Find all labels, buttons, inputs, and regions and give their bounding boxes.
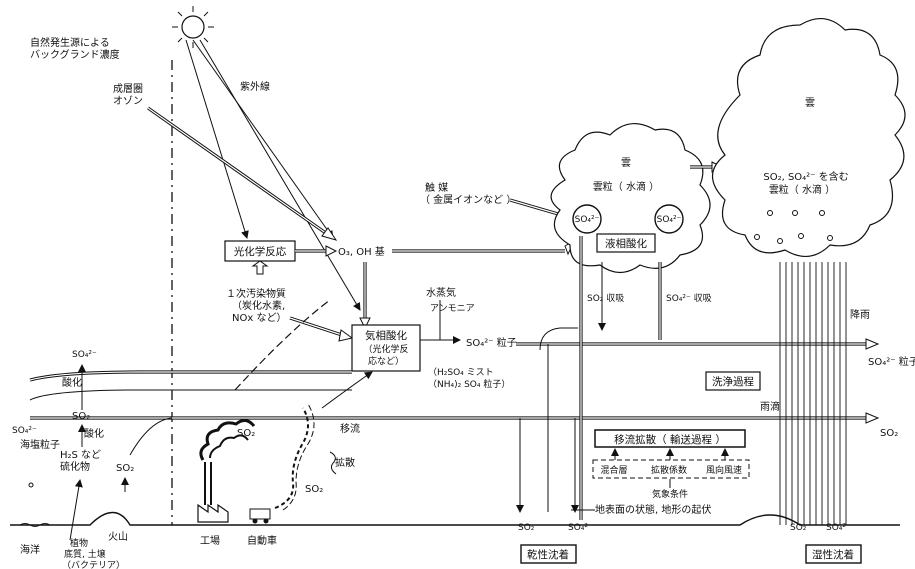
raindrop-label: 雨滴 [760, 400, 780, 413]
primary-pollutants-line2: （炭化水素, [232, 299, 285, 312]
meteo-label: 気象条件 [652, 488, 688, 500]
wet-deposition-label: 湿性沈着 [812, 548, 854, 561]
cloud-1: 雲 雲粒（ 水滴 ） SO₄²⁻ SO₄²⁻ 液相酸化 [551, 124, 710, 273]
so2-absorb-label: SO₂ 収吸 [587, 292, 624, 304]
dry-so2-label: SO₂ [518, 523, 535, 533]
car-label: 自動車 [247, 534, 277, 547]
uv-label: 紫外線 [240, 80, 270, 93]
left-volcano: 火山 [108, 531, 128, 543]
cloud2-title: 雲 [805, 97, 815, 109]
left-plants-2: 底質, 土壌 [64, 548, 106, 560]
stratospheric-ozone-line2: オゾン [113, 95, 143, 107]
car-icon [250, 509, 270, 524]
primary-pollutants-line3: NOx など） [232, 312, 286, 324]
left-so2-volcano: SO₂ [116, 463, 134, 474]
wet-so2-label: SO₂ [790, 523, 807, 533]
gas-phase-line3: 応など） [368, 355, 404, 367]
cloud2-text2: 雲粒（ 水滴 ） [769, 183, 835, 196]
photochem-label: 光化学反応 [234, 245, 287, 258]
cloud1-droplet: 雲粒（ 水滴 ） [593, 180, 659, 193]
mist-line1: （H₂SO₄ ミスト [428, 367, 494, 378]
sulfate-particle-label: SO₄²⁻ 粒子 [466, 336, 517, 349]
left-oxidation1: 酸化 [62, 376, 82, 389]
uv-ray-to-gas-phase [200, 40, 360, 310]
factory-so2-label: SO₂ [237, 428, 255, 439]
meteo-wind: 風向風速 [706, 464, 742, 476]
vapor-label: 水蒸気 [426, 286, 456, 299]
so4-absorb-label: SO₄²⁻ 収吸 [666, 292, 712, 304]
cloud1-so4-a: SO₄²⁻ [575, 215, 600, 225]
rain-streaks [780, 262, 846, 525]
left-oxidation2: 酸化 [84, 427, 104, 440]
cloud2-text1: SO₂, SO₄²⁻ を含む [763, 170, 848, 183]
left-sea-salt-line2: 海塩粒子 [20, 438, 60, 451]
gas-phase-line1: 気相酸化 [365, 329, 407, 342]
plume-so2-label: SO₂ [305, 484, 323, 495]
diffusion-label: 拡散 [335, 456, 355, 469]
uv-ray-to-photochem [186, 40, 247, 238]
meteo-diffusion: 拡散係数 [651, 464, 687, 476]
background-note: 自然発生源による バックグランド濃度 [30, 36, 120, 61]
left-ocean: 海洋 [20, 543, 40, 556]
factory-icon [198, 462, 228, 522]
wet-so4-label: SO₄²⁻ [826, 523, 851, 533]
left-so2: SO₂ [72, 411, 90, 422]
meteo-mixing: 混合層 [600, 464, 627, 476]
left-plants-1: 植物 [70, 537, 88, 549]
right-so2-label: SO₂ [880, 428, 898, 439]
left-h2s-line1: H₂S など [60, 449, 101, 461]
cloud-2: 雲 SO₂, SO₄²⁻ を含む 雲粒（ 水滴 ） [713, 19, 906, 257]
dry-so4-label: SO₄²⁻ [568, 523, 593, 533]
cloud1-so4-b: SO₄²⁻ [657, 215, 682, 225]
primary-pollutants-line1: １次汚染物質 [226, 287, 286, 300]
surface-label: 地表面の状態, 地形の起伏 [595, 503, 711, 516]
left-so4-top: SO₄²⁻ [72, 350, 97, 360]
left-sea-salt-line1: SO₄²⁻ [12, 426, 37, 436]
background-note-line1: 自然発生源による [30, 36, 110, 49]
transport-label: 移流拡散（ 輸送過程 ） [614, 433, 726, 446]
advection-label: 移流 [340, 422, 360, 435]
uv-ray-to-oxidants [193, 40, 333, 238]
right-so4-label: SO₄²⁻ 粒子 [868, 355, 915, 368]
left-h2s-line2: 硫化物 [60, 460, 90, 473]
catalyst-line2: （ 金属イオンなど ） [420, 193, 516, 206]
ground-line [10, 513, 900, 526]
liquid-oxidation-label: 液相酸化 [605, 237, 647, 250]
gas-phase-line2: （光化学反 [363, 343, 408, 355]
cloud1-title: 雲 [621, 157, 631, 169]
catalyst-line1: 触 媒 [425, 181, 448, 194]
background-note-line2: バックグランド濃度 [30, 48, 120, 61]
stratospheric-ozone-line1: 成層圏 [113, 83, 143, 95]
factory-label: 工場 [200, 534, 220, 547]
dry-deposition-label: 乾性沈着 [527, 548, 569, 561]
oxidants-label: O₃, OH 基 [338, 245, 385, 258]
washout-label: 洗浄過程 [712, 375, 754, 388]
mist-line2: （NH₄)₂ SO₄ 粒子） [428, 378, 510, 390]
left-plants-3: （バクテリア） [62, 560, 125, 569]
rain-label: 降雨 [850, 308, 870, 321]
sun-icon [172, 6, 214, 48]
ammonia-label: アンモニア [430, 304, 475, 314]
